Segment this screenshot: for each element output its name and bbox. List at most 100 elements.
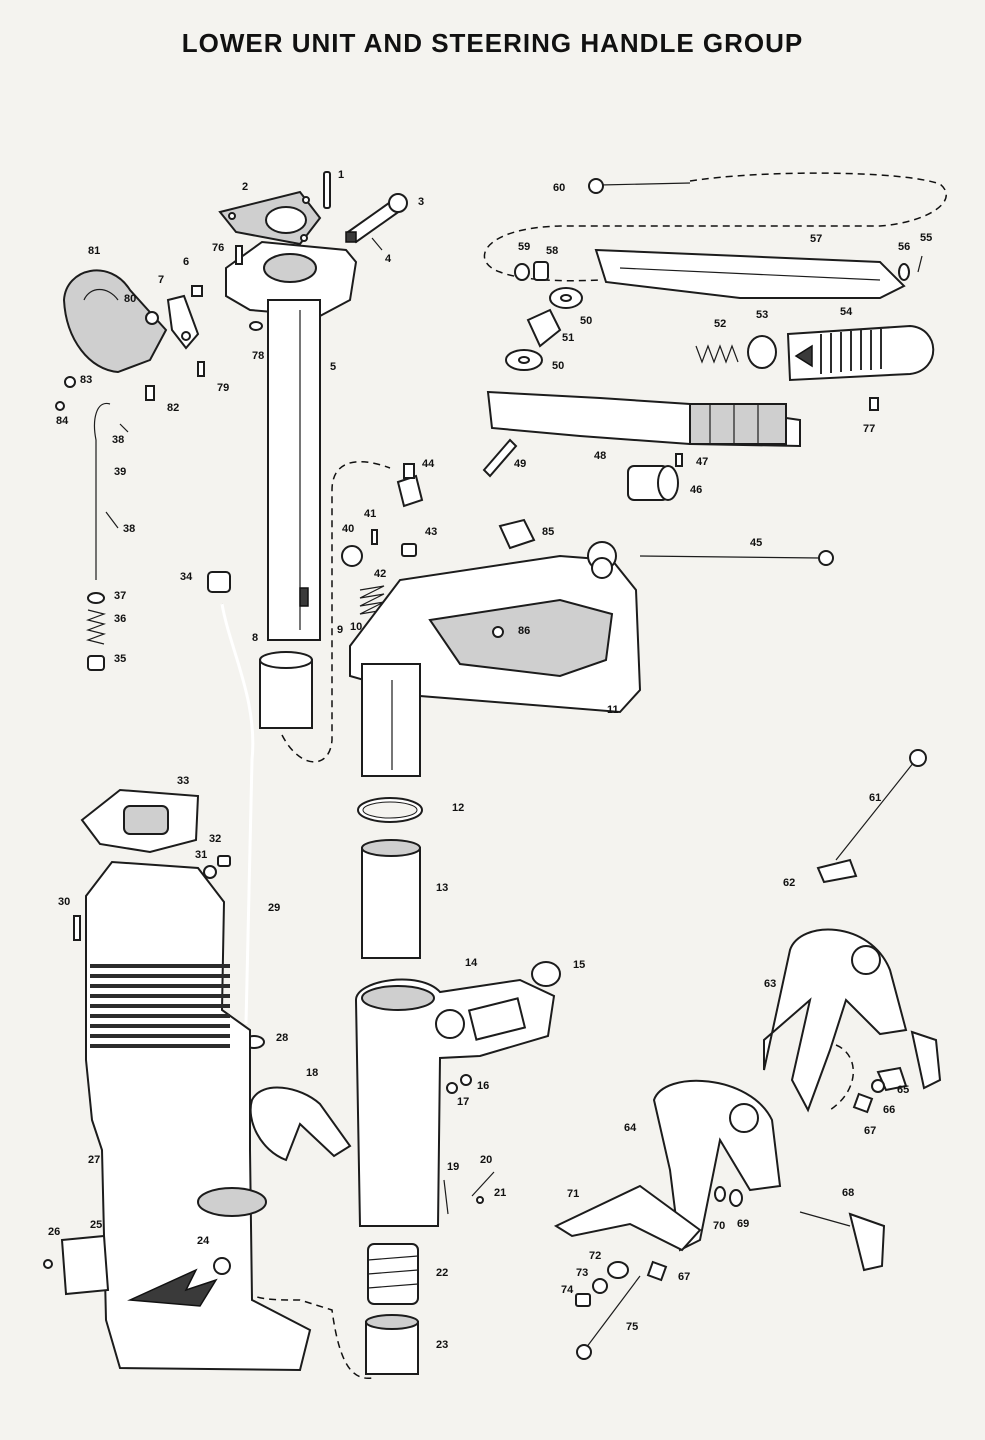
part-25-cover-plate [60, 1234, 110, 1296]
part-68-clamp-screw [799, 1211, 886, 1272]
part-19-spring [443, 1179, 449, 1215]
part-30-screw [73, 915, 81, 941]
part-50-washer-lower [505, 349, 543, 371]
callout-43: 43 [425, 526, 437, 538]
callout-65: 65 [897, 1084, 909, 1096]
part-45-shift-rod [639, 550, 834, 566]
part-73-washer [592, 1278, 608, 1294]
part-60-shaft [588, 178, 691, 194]
callout-49: 49 [514, 458, 526, 470]
part-23-bushing [365, 1314, 419, 1375]
part-17-washer [446, 1082, 458, 1094]
callout-36: 36 [114, 613, 126, 625]
callout-18: 18 [306, 1067, 318, 1079]
callout-52: 52 [714, 318, 726, 330]
callout-54: 54 [840, 306, 853, 318]
part-81-cover [62, 269, 168, 374]
part-41-screw [371, 529, 378, 545]
callout-66: 66 [883, 1104, 895, 1116]
callout-79: 79 [217, 382, 229, 394]
part-53-nut [747, 335, 777, 369]
part-49-screw [482, 438, 518, 478]
part-36-spring [85, 609, 107, 645]
part-56-washer [898, 263, 910, 281]
part-20-pin [471, 1171, 495, 1197]
part-85-fitting [498, 518, 536, 550]
dash-bracket-loop [829, 1044, 854, 1111]
part-86-nut [492, 626, 504, 638]
callout-37: 37 [114, 590, 126, 602]
part-47-screw [675, 453, 683, 467]
callout-34: 34 [180, 571, 193, 583]
part-12-o-ring [357, 797, 423, 823]
callout-17: 17 [457, 1096, 469, 1108]
callout-55: 55 [920, 232, 932, 244]
dash-tube-loop [281, 460, 391, 763]
callout-50b: 50 [552, 360, 564, 372]
part-11-swivel-bracket [349, 541, 642, 777]
callout-48: 48 [594, 450, 606, 462]
callout-38a: 38 [112, 434, 124, 446]
callout-73: 73 [576, 1267, 588, 1279]
callout-44: 44 [422, 458, 435, 470]
callout-45: 45 [750, 537, 762, 549]
part-16-nut [460, 1074, 472, 1086]
part-29-water-tube [220, 603, 255, 1025]
callout-1: 1 [338, 169, 344, 181]
callout-57: 57 [810, 233, 822, 245]
callout-72: 72 [589, 1250, 601, 1262]
callout-76: 76 [212, 242, 224, 254]
callout-51: 51 [562, 332, 574, 344]
callout-40: 40 [342, 523, 354, 535]
part-52-spring [695, 344, 739, 364]
callout-31: 31 [195, 849, 207, 861]
part-71-friction-plate [553, 1184, 702, 1252]
callout-14: 14 [465, 957, 478, 969]
part-64-clamp-bracket [652, 1079, 782, 1252]
part-39-link-rod [93, 402, 129, 580]
part-78-washer [249, 321, 263, 331]
part-74-nut [575, 1293, 591, 1307]
part-31-washer [203, 865, 217, 879]
callout-62: 62 [783, 877, 795, 889]
part-54-grip [786, 324, 935, 382]
callout-23: 23 [436, 1339, 448, 1351]
part-59-washer [514, 263, 530, 281]
callout-6: 6 [183, 256, 189, 268]
part-18-plate [249, 1086, 352, 1162]
callout-67b: 67 [678, 1271, 690, 1283]
callout-21: 21 [494, 1187, 506, 1199]
callout-29: 29 [268, 902, 280, 914]
part-67-lower-nut [646, 1260, 668, 1282]
part-27-lower-unit-housing [85, 860, 312, 1372]
part-2-gasket [218, 190, 322, 246]
part-35-cap [87, 655, 105, 671]
part-5-steering-tube [225, 240, 358, 641]
callout-8: 8 [252, 632, 258, 644]
callout-28: 28 [276, 1032, 288, 1044]
callout-9: 9 [337, 624, 343, 636]
callout-19: 19 [447, 1161, 459, 1173]
callout-26: 26 [48, 1226, 60, 1238]
callout-5: 5 [330, 361, 336, 373]
callout-11: 11 [607, 704, 619, 716]
part-14-clamp-housing [354, 978, 556, 1227]
part-50-washer-upper [549, 287, 583, 309]
callout-82: 82 [167, 402, 179, 414]
callout-13: 13 [436, 882, 448, 894]
part-6-nut [191, 285, 203, 297]
callout-12: 12 [452, 802, 464, 814]
part-42-spring [359, 585, 385, 615]
callout-39: 39 [114, 466, 126, 478]
part-1-stud [323, 171, 331, 209]
callout-58: 58 [546, 245, 558, 257]
page-title: LOWER UNIT AND STEERING HANDLE GROUP [181, 28, 804, 58]
callout-27: 27 [88, 1154, 100, 1166]
part-55-pin [917, 255, 923, 273]
callout-20: 20 [480, 1154, 492, 1166]
part-82-screw [145, 385, 155, 401]
callout-67a: 67 [864, 1125, 876, 1137]
callout-38b: 38 [123, 523, 135, 535]
callout-83: 83 [80, 374, 92, 386]
